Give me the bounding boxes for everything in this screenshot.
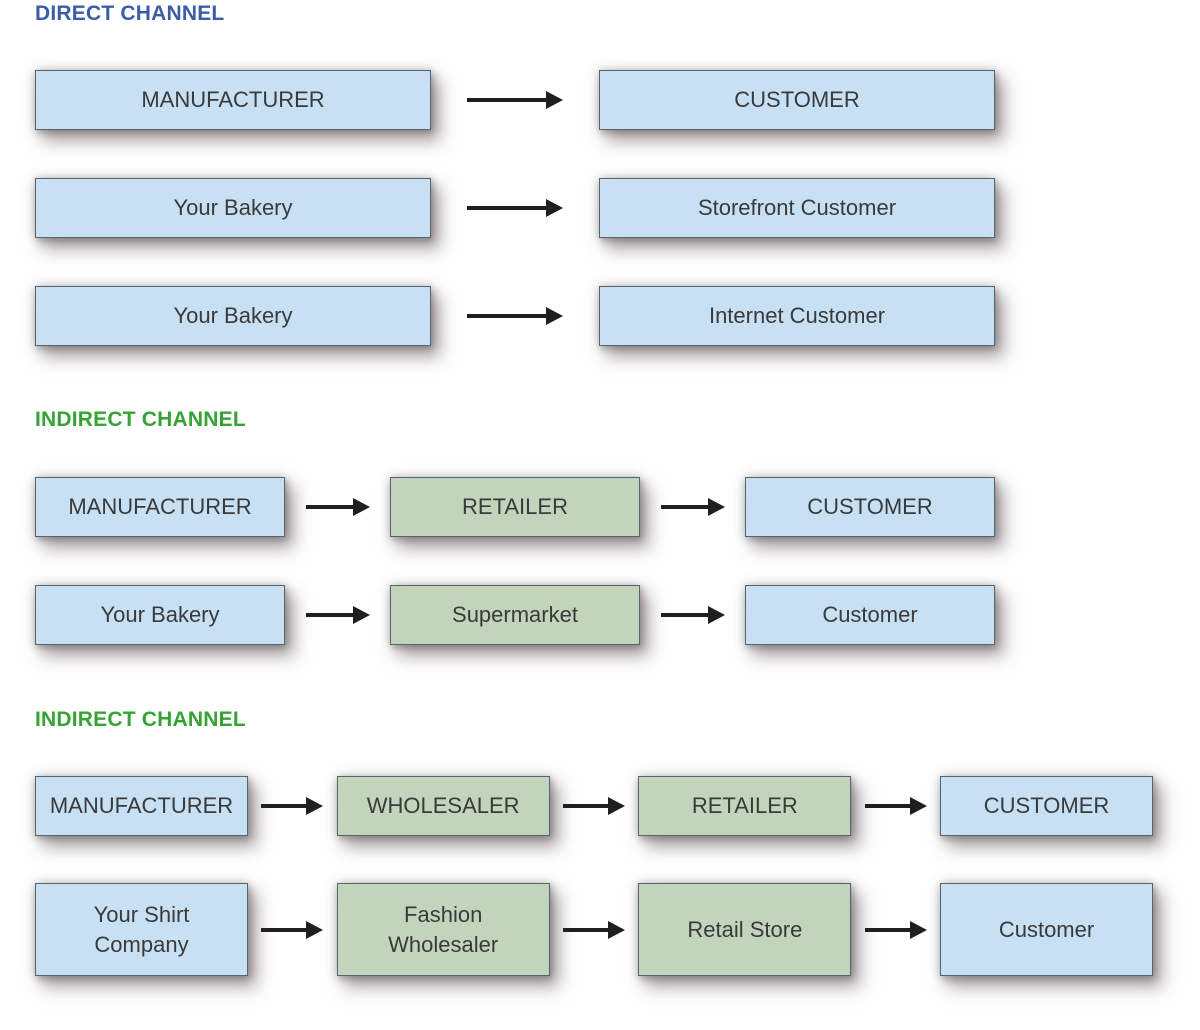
box-label: MANUFACTURER: [49, 793, 234, 818]
section-direct-channel: DIRECT CHANNEL MANUFACTURER CUSTOMER You…: [35, 0, 1200, 346]
box-wholesaler: WHOLESALER: [336, 776, 550, 836]
arrow-cell: [248, 920, 337, 939]
box-label: RETAILER: [691, 793, 798, 818]
flow-row-manufacturer-retailer-customer: MANUFACTURER RETAILER CUSTOMER: [35, 477, 995, 537]
arrow-cell: [285, 606, 390, 624]
arrow-cell: [640, 498, 745, 516]
arrow-right-icon: [261, 920, 324, 939]
flow-row-bakery-supermarket-customer: Your Bakery Supermarket Customer: [35, 585, 995, 645]
box-label: Your Bakery: [173, 195, 293, 220]
arrow-cell: [550, 920, 639, 939]
box-storefront-customer: Storefront Customer: [599, 178, 995, 238]
box-customer: CUSTOMER: [940, 776, 1154, 836]
box-customer: Customer: [940, 883, 1154, 976]
arrow-cell: [285, 498, 390, 516]
flow-row-shirt-company-example: Your Shirt Company Fashion Wholesaler Re…: [35, 883, 1154, 976]
arrow-right-icon: [563, 797, 625, 815]
arrow-cell: [248, 797, 337, 815]
box-label: CUSTOMER: [734, 87, 860, 112]
arrow-cell: [640, 606, 745, 624]
arrow-cell: [851, 920, 940, 939]
box-retail-store: Retail Store: [638, 883, 852, 976]
arrow-cell: [550, 797, 639, 815]
box-label: Storefront Customer: [697, 195, 897, 220]
box-label: Internet Customer: [708, 303, 886, 328]
box-customer: CUSTOMER: [745, 477, 995, 537]
arrow-right-icon: [467, 199, 563, 217]
box-label: Your Bakery: [100, 602, 220, 627]
box-label: Your Bakery: [173, 303, 293, 328]
arrow-right-icon: [864, 797, 927, 815]
box-customer: Customer: [745, 585, 995, 645]
section-indirect-channel-1: INDIRECT CHANNEL MANUFACTURER RETAILER: [35, 409, 1200, 645]
arrow-cell: [851, 797, 940, 815]
box-retailer: RETAILER: [390, 477, 640, 537]
arrow-cell: [431, 307, 599, 325]
box-label: Supermarket: [452, 602, 578, 627]
section-title-indirect-channel: INDIRECT CHANNEL: [35, 408, 246, 431]
box-your-bakery: Your Bakery: [35, 178, 431, 238]
section-title-indirect-channel: INDIRECT CHANNEL: [35, 708, 246, 731]
arrow-cell: [431, 91, 599, 109]
flow-row-bakery-internet: Your Bakery Internet Customer: [35, 286, 995, 346]
box-manufacturer: MANUFACTURER: [35, 477, 285, 537]
arrow-right-icon: [660, 498, 725, 516]
box-your-bakery: Your Bakery: [35, 286, 431, 346]
box-label: Your Shirt Company: [93, 901, 190, 957]
box-internet-customer: Internet Customer: [599, 286, 995, 346]
box-label: Customer: [822, 602, 918, 627]
arrow-right-icon: [261, 797, 324, 815]
box-manufacturer: MANUFACTURER: [35, 70, 431, 130]
box-label: CUSTOMER: [807, 494, 933, 519]
box-fashion-wholesaler: Fashion Wholesaler: [336, 883, 550, 976]
box-manufacturer: MANUFACTURER: [35, 776, 248, 836]
arrow-cell: [431, 199, 599, 217]
box-label: MANUFACTURER: [68, 494, 252, 519]
section-title-direct-channel: DIRECT CHANNEL: [35, 2, 225, 25]
flow-row-manufacturer-wholesaler-retailer-customer: MANUFACTURER WHOLESALER RETAILER: [35, 776, 1154, 836]
arrow-right-icon: [563, 920, 625, 939]
box-label: Fashion Wholesaler: [388, 901, 499, 957]
arrow-right-icon: [467, 307, 563, 325]
box-your-bakery: Your Bakery: [35, 585, 285, 645]
flow-row-bakery-storefront: Your Bakery Storefront Customer: [35, 178, 995, 238]
box-your-shirt-company: Your Shirt Company: [35, 883, 248, 976]
box-label: WHOLESALER: [366, 793, 520, 818]
box-label: MANUFACTURER: [141, 87, 325, 112]
section-indirect-channel-2: INDIRECT CHANNEL MANUFACTURER WHOLESALER: [35, 709, 1200, 976]
box-label: Retail Store: [687, 916, 803, 942]
box-customer: CUSTOMER: [599, 70, 995, 130]
box-label: RETAILER: [462, 494, 568, 519]
box-retailer: RETAILER: [638, 776, 852, 836]
arrow-right-icon: [864, 920, 927, 939]
box-label: Customer: [998, 916, 1095, 942]
box-label: CUSTOMER: [983, 793, 1110, 818]
box-supermarket: Supermarket: [390, 585, 640, 645]
arrow-right-icon: [305, 606, 370, 624]
arrow-right-icon: [305, 498, 370, 516]
arrow-right-icon: [467, 91, 563, 109]
flow-row-manufacturer-customer: MANUFACTURER CUSTOMER: [35, 70, 995, 130]
arrow-right-icon: [660, 606, 725, 624]
